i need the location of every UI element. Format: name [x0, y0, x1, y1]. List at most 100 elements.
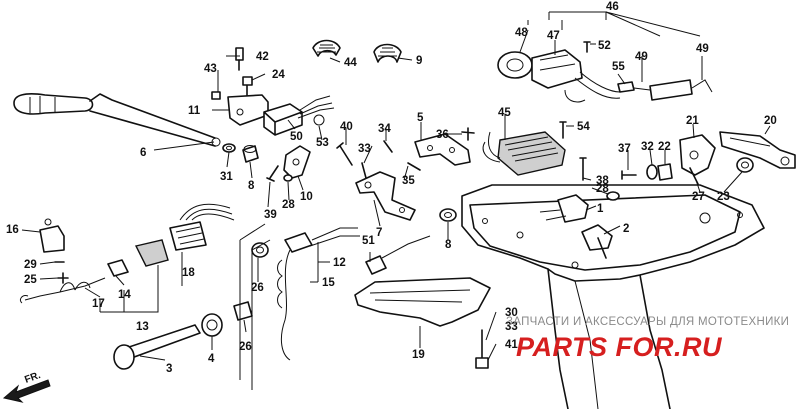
- callout-47: 47: [547, 30, 560, 42]
- collar-8a: [242, 145, 259, 163]
- callout-32: 32: [641, 141, 654, 153]
- watermark: ЗАПЧАСТИ И АКСЕССУАРЫ ДЛЯ МОТОТЕХНИКИ PA…: [506, 316, 789, 362]
- cable-17: [19, 277, 106, 304]
- cap-4: [201, 313, 223, 337]
- callout-23: 23: [717, 191, 730, 203]
- bolt-37: [621, 170, 637, 180]
- switch-15: [277, 227, 360, 361]
- callout-21: 21: [686, 115, 699, 127]
- callout-46: 46: [606, 1, 619, 13]
- callout-5: 5: [417, 112, 424, 124]
- callout-44: 44: [344, 57, 357, 69]
- bolt-40: [336, 142, 353, 166]
- grommet-22: [657, 163, 673, 181]
- switch-51: [365, 235, 431, 275]
- callout-35: 35: [402, 175, 415, 187]
- bolt-38: [579, 157, 587, 181]
- callout-41: 41: [505, 339, 518, 351]
- bolt-33: [361, 162, 367, 179]
- lower-cover: [461, 184, 765, 409]
- leader-lines: [21, 11, 771, 390]
- bolt-34: [383, 140, 393, 153]
- collar-23: [736, 157, 754, 173]
- callout-9: 9: [416, 55, 422, 67]
- callout-13: 13: [136, 321, 149, 333]
- callout-28b: 28: [596, 183, 609, 195]
- callout-15: 15: [322, 277, 335, 289]
- callout-33b: 33: [505, 321, 518, 333]
- watermark-logo: PARTS FOR.RU: [516, 332, 723, 362]
- callout-31: 31: [220, 171, 233, 183]
- washer-32: [646, 164, 658, 180]
- callout-25: 25: [24, 274, 37, 286]
- front-direction-arrow: FR.: [2, 370, 51, 403]
- washer-28a: [283, 174, 293, 182]
- callout-51: 51: [362, 235, 375, 247]
- nut-26a: [233, 301, 253, 321]
- callout-19: 19: [412, 349, 425, 361]
- lever-20: [719, 131, 796, 169]
- callout-3: 3: [166, 363, 172, 375]
- nut-14: [107, 259, 129, 277]
- callout-45: 45: [498, 107, 511, 119]
- bracket-16: [39, 218, 65, 253]
- plate-10: [283, 145, 311, 179]
- bushing-31: [222, 143, 236, 153]
- switch-50: [263, 95, 335, 136]
- callout-24: 24: [272, 69, 285, 81]
- callout-30: 30: [505, 307, 518, 319]
- callout-8: 8: [248, 180, 255, 192]
- callout-33a: 33: [358, 143, 371, 155]
- collar-44: [312, 39, 341, 57]
- bolt-39: [266, 165, 279, 182]
- switch-18: [134, 203, 235, 267]
- bracket-5: [414, 133, 471, 166]
- callout-1: 1: [597, 203, 604, 215]
- callout-7: 7: [376, 227, 382, 239]
- switch-1: [539, 194, 589, 223]
- watermark-text: ЗАПЧАСТИ И АКСЕССУАРЫ ДЛЯ МОТОТЕХНИКИ: [506, 316, 789, 328]
- callout-29: 29: [24, 259, 37, 271]
- callout-26b: 26: [239, 341, 252, 353]
- callout-40: 40: [340, 121, 353, 133]
- callout-labels: 1 2 3 4 5 6 7 8 8 9 10 11 12 13 14 15 16…: [6, 1, 777, 375]
- callout-49b: 49: [696, 43, 709, 55]
- callout-17: 17: [92, 298, 105, 310]
- callout-34: 34: [378, 123, 391, 135]
- callout-39: 39: [264, 209, 277, 221]
- callout-8b: 8: [445, 239, 452, 251]
- callout-6: 6: [140, 147, 146, 159]
- callout-36: 36: [436, 129, 449, 141]
- link-7: [355, 171, 416, 221]
- callout-50: 50: [290, 131, 303, 143]
- callout-27: 27: [692, 191, 705, 203]
- callout-20: 20: [764, 115, 777, 127]
- callout-10: 10: [300, 191, 313, 203]
- callout-11: 11: [188, 105, 201, 117]
- collar-8b: [439, 208, 457, 222]
- callout-54: 54: [577, 121, 590, 133]
- callout-38: 38: [596, 175, 609, 187]
- callout-53: 53: [316, 137, 329, 149]
- callout-18: 18: [182, 267, 195, 279]
- callout-12: 12: [333, 257, 346, 269]
- key-3: [113, 324, 201, 370]
- callout-2: 2: [623, 223, 629, 235]
- callout-42: 42: [256, 51, 269, 63]
- callout-16: 16: [6, 224, 19, 236]
- callout-4: 4: [208, 353, 215, 365]
- callout-14: 14: [118, 289, 131, 301]
- callout-49a: 49: [635, 51, 648, 63]
- bolt-41: [475, 329, 489, 369]
- collar-9: [373, 43, 402, 63]
- bolt-25: [57, 272, 69, 284]
- callout-26a: 26: [251, 282, 264, 294]
- grip-19: [354, 277, 491, 327]
- callout-37: 37: [618, 143, 631, 155]
- lever-21: [679, 134, 716, 176]
- direction-label: FR.: [23, 370, 42, 386]
- callout-55: 55: [612, 61, 625, 73]
- callout-22: 22: [658, 141, 671, 153]
- rectifier-45: [482, 121, 567, 176]
